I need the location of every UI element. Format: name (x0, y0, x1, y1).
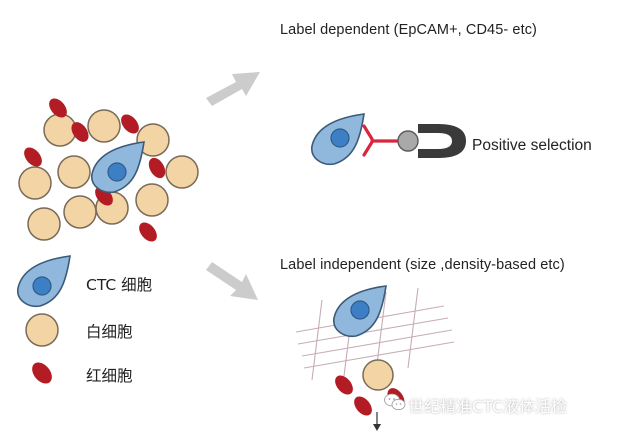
ctc-nucleus (107, 162, 127, 182)
magnetic-bead-icon (397, 130, 419, 152)
legend-rbc-label: 红细胞 (86, 367, 133, 385)
arrow-down-right (206, 262, 258, 300)
legend-rbc-icon (32, 362, 52, 384)
wbc-cell (135, 183, 169, 217)
wbc-cell (136, 123, 170, 157)
wbc-cell (165, 155, 199, 189)
wbc-cell (57, 155, 91, 189)
wbc-cell (18, 166, 52, 200)
positive-selection-illustration (310, 113, 466, 166)
arrow-up-right (206, 72, 260, 106)
ctc-cell (332, 285, 387, 338)
magnet-icon (418, 124, 466, 158)
rbc-cell (139, 222, 157, 242)
wbc-cell (87, 109, 121, 143)
cell-mixture (18, 98, 199, 242)
rbc-cell (49, 98, 67, 118)
rbc-cell (24, 147, 42, 167)
wbc-cell (43, 113, 77, 147)
wechat-icon (384, 393, 406, 411)
positive-selection-label: Positive selection (472, 137, 592, 154)
rbc-cell (71, 122, 89, 142)
label-dependent-title: Label dependent (EpCAM+, CD45- etc) (280, 22, 537, 38)
ctc-nucleus (330, 128, 350, 148)
rbc-cell (354, 396, 372, 416)
ctc-cell (90, 141, 145, 194)
antibody-icon (362, 124, 400, 157)
ctc-cell (310, 113, 365, 166)
wbc-cell (362, 359, 394, 391)
rbc-cell (335, 375, 353, 395)
legend-wbc-icon (25, 313, 59, 347)
legend-ctc-icon (16, 255, 71, 308)
label-independent-title: Label independent (size ,density-based e… (280, 257, 565, 273)
legend-wbc-label: 白细胞 (86, 323, 133, 341)
wbc-cell (27, 207, 61, 241)
rbc-cell (148, 157, 166, 179)
watermark-text: 世纪精准CTC液体活检 (408, 397, 568, 416)
ctc-nucleus (350, 300, 370, 320)
legend-ctc-label: CTC 细胞 (86, 276, 153, 294)
rbc-cell (121, 114, 139, 134)
red-blood-cells (24, 98, 166, 242)
wbc-cell (63, 195, 97, 229)
down-arrow-head (373, 424, 381, 431)
